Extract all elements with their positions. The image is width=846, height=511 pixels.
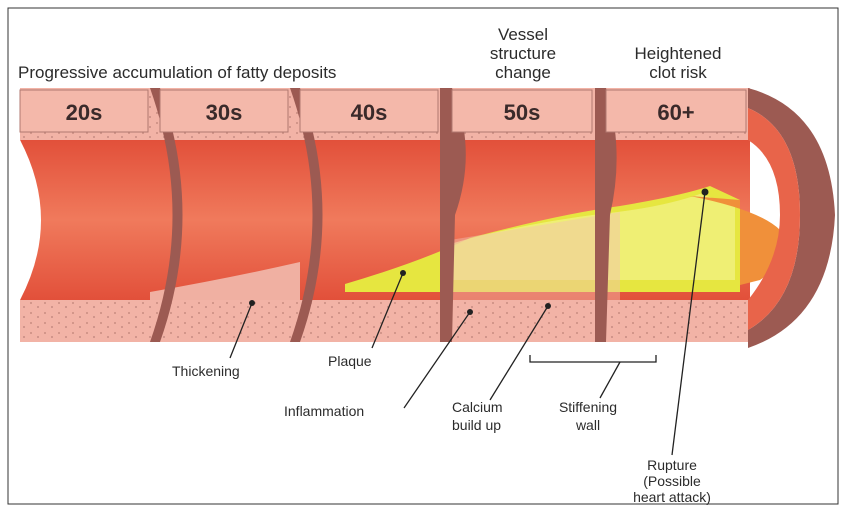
label-thickening: Thickening [172, 363, 240, 379]
header-clot-line2: clot risk [649, 63, 707, 82]
header-clot-line1: Heightened [635, 44, 722, 63]
age-label-40s: 40s [351, 100, 388, 125]
label-inflammation: Inflammation [284, 403, 364, 419]
label-calcium-line2: build up [452, 417, 501, 433]
age-label-50s: 50s [504, 100, 541, 125]
age-label-20s: 20s [66, 100, 103, 125]
label-stiffening-line1: Stiffening [559, 399, 617, 415]
header-main: Progressive accumulation of fatty deposi… [18, 63, 336, 82]
header-vessel-line2: structure [490, 44, 556, 63]
label-rupture-line2: (Possible [643, 473, 701, 489]
age-label-30s: 30s [206, 100, 243, 125]
label-calcium-line1: Calcium [452, 399, 503, 415]
header-vessel-line1: Vessel [498, 25, 548, 44]
age-label-60plus: 60+ [657, 100, 694, 125]
label-rupture-line3: heart attack) [633, 489, 711, 505]
label-stiffening-line2: wall [575, 417, 600, 433]
header-vessel-line3: change [495, 63, 551, 82]
label-plaque: Plaque [328, 353, 372, 369]
label-rupture-line1: Rupture [647, 457, 697, 473]
